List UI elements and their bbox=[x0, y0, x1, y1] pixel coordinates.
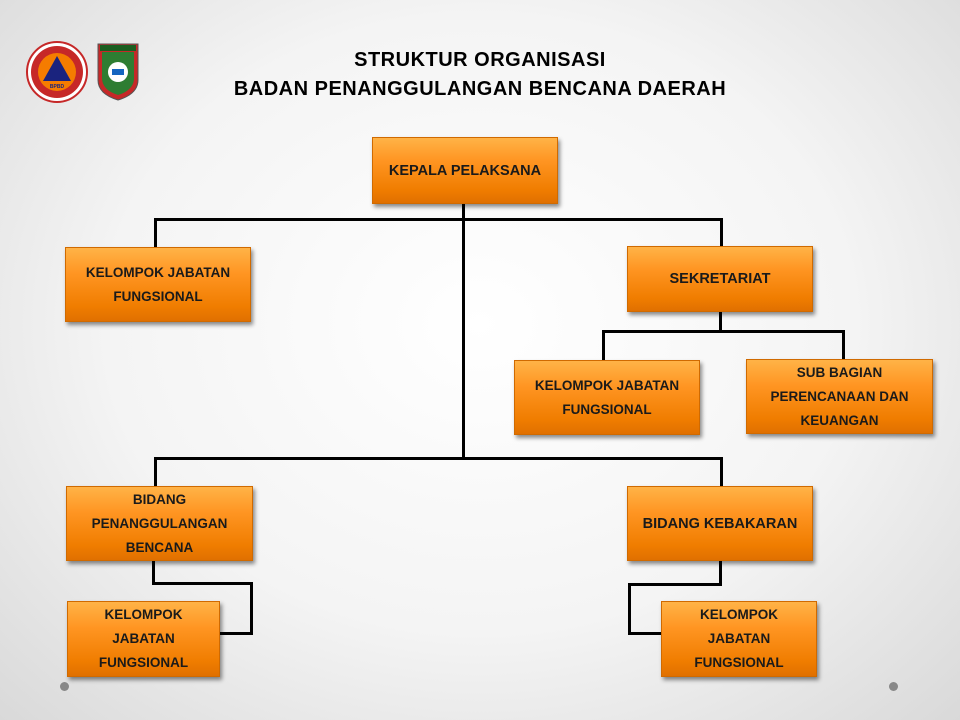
connector bbox=[152, 582, 253, 585]
connector bbox=[720, 457, 723, 486]
box-sub-bagian-perencanaan-keuangan: SUB BAGIAN PERENCANAAN DAN KEUANGAN bbox=[746, 359, 933, 434]
connector bbox=[720, 218, 723, 246]
connector bbox=[154, 218, 723, 221]
connector bbox=[628, 632, 661, 635]
connector bbox=[602, 330, 845, 333]
decorative-dot bbox=[60, 682, 69, 691]
box-bidang-kebakaran: BIDANG KEBAKARAN bbox=[627, 486, 813, 561]
box-kelompok-jabatan-fungsional: KELOMPOK JABATAN FUNGSIONAL bbox=[65, 247, 251, 322]
connector bbox=[842, 330, 845, 359]
regency-emblem bbox=[96, 42, 140, 102]
box-kelompok-jabatan-fungsional-kebakaran: KELOMPOK JABATAN FUNGSIONAL bbox=[661, 601, 817, 677]
connector bbox=[602, 330, 605, 360]
connector bbox=[154, 218, 157, 247]
box-sekretariat: SEKRETARIAT bbox=[627, 246, 813, 312]
title-line-2: BADAN PENANGGULANGAN BENCANA DAERAH bbox=[233, 78, 727, 100]
box-bidang-penanggulangan-bencana: BIDANG PENANGGULANGAN BENCANA bbox=[66, 486, 253, 561]
connector bbox=[719, 561, 722, 585]
connector bbox=[719, 312, 722, 332]
connector bbox=[250, 582, 253, 635]
decorative-dot bbox=[889, 682, 898, 691]
connector bbox=[154, 457, 157, 486]
connector bbox=[154, 457, 723, 460]
title-line-1: STRUKTUR ORGANISASI bbox=[354, 49, 606, 71]
connector bbox=[220, 632, 253, 635]
box-kepala-pelaksana: KEPALA PELAKSANA bbox=[372, 137, 558, 204]
bpbd-logo: BPBD bbox=[26, 41, 88, 103]
connector bbox=[628, 583, 722, 586]
connector bbox=[462, 204, 465, 460]
connector bbox=[628, 583, 631, 635]
box-kelompok-jabatan-fungsional-sekretariat: KELOMPOK JABATAN FUNGSIONAL bbox=[514, 360, 700, 435]
box-kelompok-jabatan-fungsional-pb: KELOMPOK JABATAN FUNGSIONAL bbox=[67, 601, 220, 677]
connector bbox=[152, 561, 155, 584]
svg-text:BPBD: BPBD bbox=[50, 84, 65, 90]
